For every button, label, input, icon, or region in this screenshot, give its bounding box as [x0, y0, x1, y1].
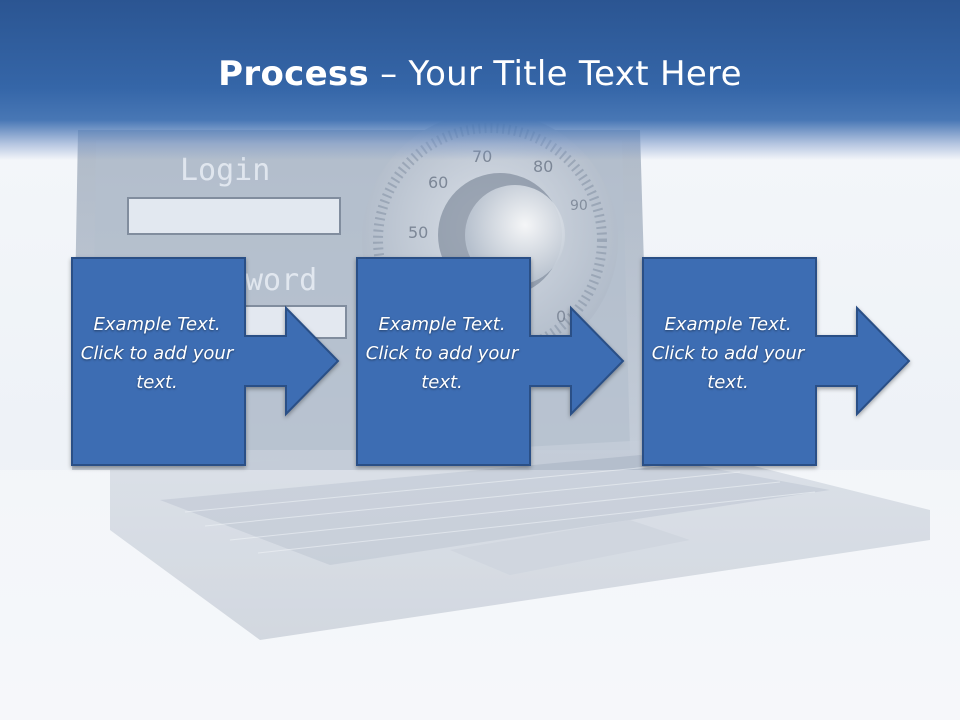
dial-number: 60 [428, 173, 448, 192]
process-step-2[interactable] [356, 257, 625, 466]
process-step-2-text[interactable]: Example Text. Click to add your text. [365, 314, 519, 393]
dial-number: 50 [408, 223, 428, 242]
slide-title-bold: Process [218, 54, 370, 94]
process-step-3[interactable] [642, 257, 911, 466]
process-step-1[interactable] [71, 257, 340, 466]
process-step-3-shape[interactable] [642, 257, 911, 466]
title-bar: Process – Your Title Text Here [0, 0, 960, 160]
screen-login-field [127, 197, 341, 235]
dial-number: 80 [533, 157, 553, 176]
slide-title-rest: – Your Title Text Here [369, 54, 742, 94]
keyboard [160, 455, 830, 565]
process-step-3-text[interactable]: Example Text. Click to add your text. [651, 314, 805, 393]
process-step-1-text[interactable]: Example Text. Click to add your text. [80, 314, 234, 393]
touchpad [450, 520, 690, 575]
dial-number: 0 [556, 307, 566, 326]
dial-number: 90 [570, 198, 588, 214]
process-step-2-shape[interactable] [356, 257, 625, 466]
screen-password-label: word [245, 263, 317, 298]
slide-title[interactable]: Process – Your Title Text Here [0, 54, 960, 94]
process-step-1-shape[interactable] [71, 257, 340, 466]
